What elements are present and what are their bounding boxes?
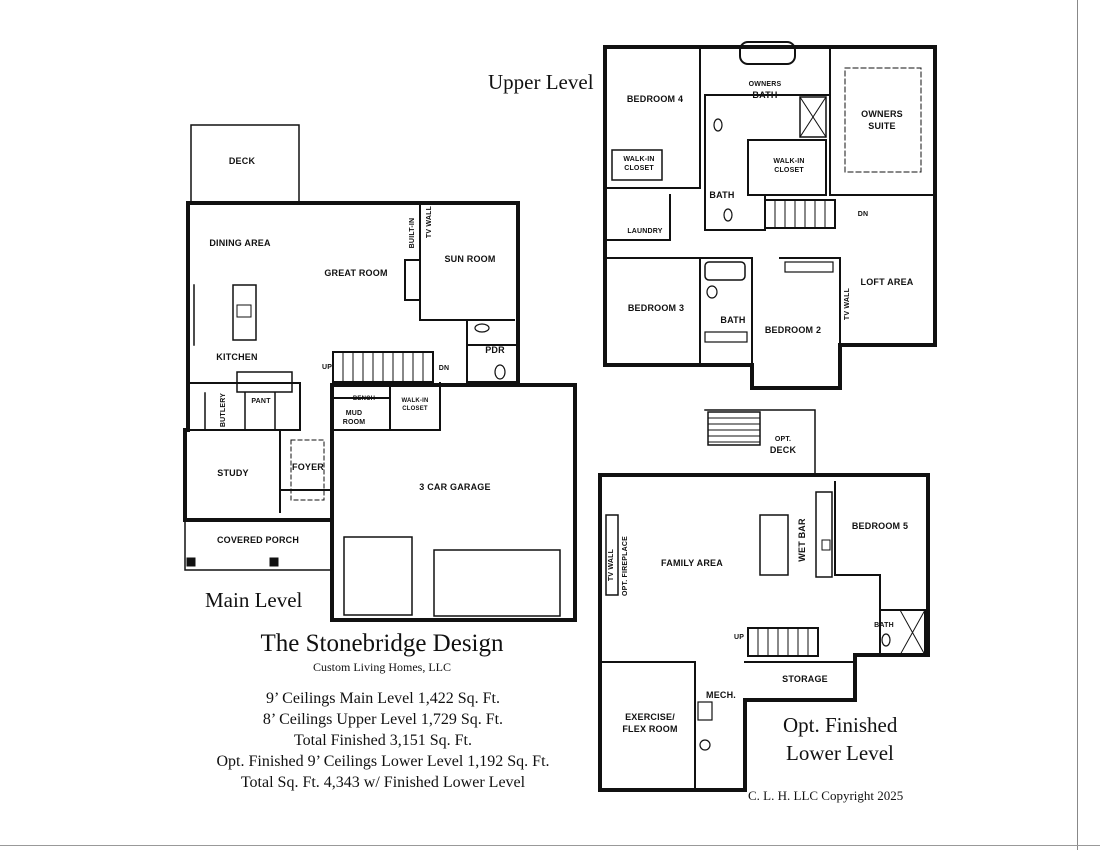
study-label: STUDY — [217, 468, 249, 478]
main-up-label: UP — [321, 364, 333, 371]
exercise-label-1: EXERCISE/ — [625, 712, 675, 722]
opt-deck-label-1: OPT. — [774, 436, 792, 443]
upper-walk-in-a-label-1: WALK-IN — [623, 156, 655, 163]
lower-up-label: UP — [733, 634, 745, 641]
lower-level-plan — [598, 409, 930, 792]
butlery-label: BUTLERY — [220, 392, 227, 428]
lower-exterior — [598, 473, 930, 792]
owners-suite-label-1: OWNERS — [861, 109, 903, 119]
family-area-label: FAMILY AREA — [661, 558, 723, 568]
stat-line: 8’ Ceilings Upper Level 1,729 Sq. Ft. — [262, 711, 504, 728]
foyer-label: FOYER — [291, 462, 325, 472]
loft-area-label: LOFT AREA — [860, 277, 914, 287]
stat-line: Opt. Finished 9’ Ceilings Lower Level 1,… — [216, 753, 550, 770]
built-in-cabinet — [404, 259, 421, 301]
main-deck-label: DECK — [228, 156, 256, 166]
pantry-label: PANT — [251, 398, 271, 405]
room-label: ROOM — [342, 419, 366, 426]
storage-label: STORAGE — [782, 674, 828, 684]
owners-tub — [739, 41, 796, 65]
owners-bed-area — [844, 67, 922, 173]
covered-porch-label: COVERED PORCH — [216, 535, 300, 545]
lower-bath-label: BATH — [874, 622, 894, 629]
kitchen-island — [232, 284, 257, 341]
upper-walk-in-b-label-2: CLOSET — [774, 167, 804, 174]
bench-label: BENCH — [352, 396, 376, 402]
main-walk-in-label: WALK-IN — [401, 398, 429, 404]
scan-bottom-line — [0, 845, 1100, 846]
garage-door-right — [433, 549, 561, 617]
lower-level-title-line2: Lower Level — [786, 741, 894, 765]
bedroom4-label: BEDROOM 4 — [626, 94, 684, 104]
main-tv-wall-label: TV WALL — [426, 205, 433, 239]
upper-level-title: Upper Level — [488, 70, 594, 94]
mech-label: MECH. — [706, 690, 736, 700]
covered-porch — [184, 519, 333, 571]
dining-area-label: DINING AREA — [209, 238, 271, 248]
copyright: C. L. H. LLC Copyright 2025 — [748, 788, 904, 803]
great-room-label: GREAT ROOM — [324, 268, 388, 278]
main-level-title: Main Level — [205, 588, 303, 612]
owners-bath-label-1: OWNERS — [748, 81, 782, 88]
upper-dn-label: DN — [857, 211, 869, 218]
stat-line: Total Sq. Ft. 4,343 w/ Finished Lower Le… — [240, 774, 526, 791]
opt-fireplace-label: OPT. FIREPLACE — [622, 536, 629, 596]
square-footage-stats: 9’ Ceilings Main Level 1,422 Sq. Ft. 8’ … — [216, 688, 549, 793]
main-closet-label: CLOSET — [402, 406, 428, 412]
lower-level-title-line1: Opt. Finished — [783, 713, 898, 737]
upper-stairs — [764, 199, 836, 229]
wet-bar — [815, 491, 833, 578]
pdr-label: PDR — [485, 345, 505, 355]
wet-bar-label: WET BAR — [797, 518, 807, 562]
bedroom2-label: BEDROOM 2 — [764, 325, 822, 335]
owners-bath-label-2: BATH — [752, 90, 778, 100]
built-in-label: BUILT-IN — [409, 217, 416, 249]
upper-bath-a-label: BATH — [709, 190, 735, 200]
design-name: The Stonebridge Design — [260, 630, 504, 657]
kitchen-label: KITCHEN — [216, 352, 258, 362]
garage-label: 3 CAR GARAGE — [419, 482, 491, 492]
upper-tv-wall-label: TV WALL — [844, 287, 851, 321]
upper-walk-in-a-label-2: CLOSET — [624, 165, 654, 172]
owners-suite-label-2: SUITE — [868, 121, 896, 131]
scan-edge-line — [1077, 0, 1078, 850]
sun-room-label: SUN ROOM — [444, 254, 496, 264]
upper-exterior — [603, 45, 937, 390]
mud-label: MUD — [345, 410, 363, 417]
laundry-label: LAUNDRY — [627, 228, 663, 235]
bedroom3-label: BEDROOM 3 — [627, 303, 685, 313]
exercise-label-2: FLEX ROOM — [622, 724, 678, 734]
bedroom5-label: BEDROOM 5 — [851, 521, 909, 531]
main-level-plan — [183, 124, 577, 622]
stat-line: Total Finished 3,151 Sq. Ft. — [293, 732, 473, 749]
study-foyer-exterior — [183, 428, 334, 522]
lower-island — [759, 514, 789, 576]
lower-tv-wall-label: TV WALL — [608, 548, 615, 582]
upper-bath-b-label: BATH — [720, 315, 746, 325]
stat-line: 9’ Ceilings Main Level 1,422 Sq. Ft. — [266, 690, 500, 707]
lower-stairs — [747, 627, 819, 657]
garage-door-left — [343, 536, 413, 616]
garage-walls — [330, 383, 577, 622]
main-dn-label: DN — [438, 365, 450, 372]
upper-level-plan — [603, 41, 937, 390]
opt-deck-label-2: DECK — [769, 445, 797, 455]
company-name: Custom Living Homes, LLC — [313, 660, 451, 674]
upper-walk-in-b-label-1: WALK-IN — [773, 158, 805, 165]
opt-deck — [704, 409, 816, 476]
